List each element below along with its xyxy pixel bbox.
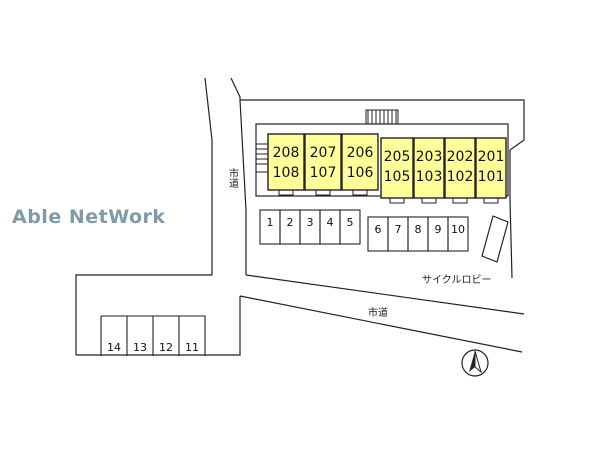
apartment-units: 2081082071072061062051052031032021022011… xyxy=(267,133,507,204)
unit-number-upper: 206 xyxy=(347,145,374,161)
parking-space-number: 13 xyxy=(133,341,147,354)
cycle-lobby-label: サイクルロビー xyxy=(422,274,492,286)
parking-space-number: 2 xyxy=(287,216,294,229)
parking-space-number: 8 xyxy=(415,223,422,236)
site-boundary-top xyxy=(230,77,525,140)
unit-fill xyxy=(304,133,342,191)
city-road-horizontal-label: 市道 xyxy=(368,306,388,319)
parking-lot-boundary xyxy=(76,296,241,356)
parking-space-number: 11 xyxy=(185,341,199,354)
parking-space: 2 xyxy=(279,209,301,245)
unit-number-lower: 105 xyxy=(384,169,411,185)
parking-space-number: 9 xyxy=(435,223,442,236)
road-outlines xyxy=(75,77,525,356)
stairs-left xyxy=(255,143,269,173)
unit-step xyxy=(278,189,294,196)
unit-step xyxy=(483,197,499,204)
parking-space: 8 xyxy=(407,216,429,252)
unit-step xyxy=(315,189,331,196)
site-boundary-right xyxy=(509,139,525,279)
road-edge-right xyxy=(239,99,247,275)
parking-space-number: 14 xyxy=(107,341,121,354)
road-edge-lower xyxy=(239,295,523,353)
unit-step xyxy=(421,197,437,204)
unit-step xyxy=(389,197,405,204)
parking-space: 1 xyxy=(259,209,281,245)
road-edge-upper xyxy=(245,274,525,315)
parking-space: 7 xyxy=(387,216,409,252)
unit-number-lower: 106 xyxy=(347,165,374,181)
parking-space-number: 4 xyxy=(327,216,334,229)
parking-space: 4 xyxy=(319,209,341,245)
parking-space: 10 xyxy=(447,216,469,252)
parking-lower-edge xyxy=(101,315,206,356)
unit-number-upper: 208 xyxy=(273,145,300,161)
unit-number-upper: 205 xyxy=(384,149,411,165)
parking-space-outline xyxy=(447,216,469,252)
parking-space: 12 xyxy=(152,316,173,356)
unit-fill xyxy=(341,133,379,191)
parking-space: 6 xyxy=(367,216,389,252)
unit-number-upper: 202 xyxy=(447,149,474,165)
unit-number-upper: 201 xyxy=(478,149,505,165)
unit-number-lower: 102 xyxy=(447,169,474,185)
unit-number-lower: 101 xyxy=(478,169,505,185)
parking-space-number: 10 xyxy=(451,223,465,236)
unit-number-lower: 103 xyxy=(416,169,443,185)
unit-number-upper: 203 xyxy=(416,149,443,165)
unit-fill xyxy=(380,137,414,199)
unit-number-lower: 108 xyxy=(273,165,300,181)
unit-fill xyxy=(267,133,305,191)
north-arrow-icon xyxy=(461,349,489,377)
parking-space: 5 xyxy=(339,209,361,245)
unit-fill xyxy=(413,137,445,199)
stairs-top xyxy=(365,109,399,125)
parking-space: 14 xyxy=(100,316,121,356)
cycle-lobby-area xyxy=(481,215,509,263)
parking-space: 13 xyxy=(126,316,147,356)
city-road-vertical-label: 市道 xyxy=(227,167,239,188)
road-edge-left xyxy=(75,77,213,355)
unit-step xyxy=(352,189,368,196)
unit-number-lower: 107 xyxy=(310,165,337,181)
parking-space-number: 6 xyxy=(375,223,382,236)
parking-space-number: 5 xyxy=(347,216,354,229)
unit-fill xyxy=(444,137,476,199)
parking-space: 9 xyxy=(427,216,449,252)
parking-space-number: 7 xyxy=(395,223,402,236)
parking-space-outline xyxy=(339,209,361,245)
parking-space-number: 3 xyxy=(307,216,314,229)
unit-number-upper: 207 xyxy=(310,145,337,161)
parking-space-number: 1 xyxy=(267,216,274,229)
watermark-logo-text: Able NetWork xyxy=(12,206,166,228)
unit-fill xyxy=(475,137,507,199)
parking-space: 3 xyxy=(299,209,321,245)
parking-space-number: 12 xyxy=(159,341,173,354)
parking-space: 11 xyxy=(178,316,199,356)
unit-step xyxy=(452,197,468,204)
